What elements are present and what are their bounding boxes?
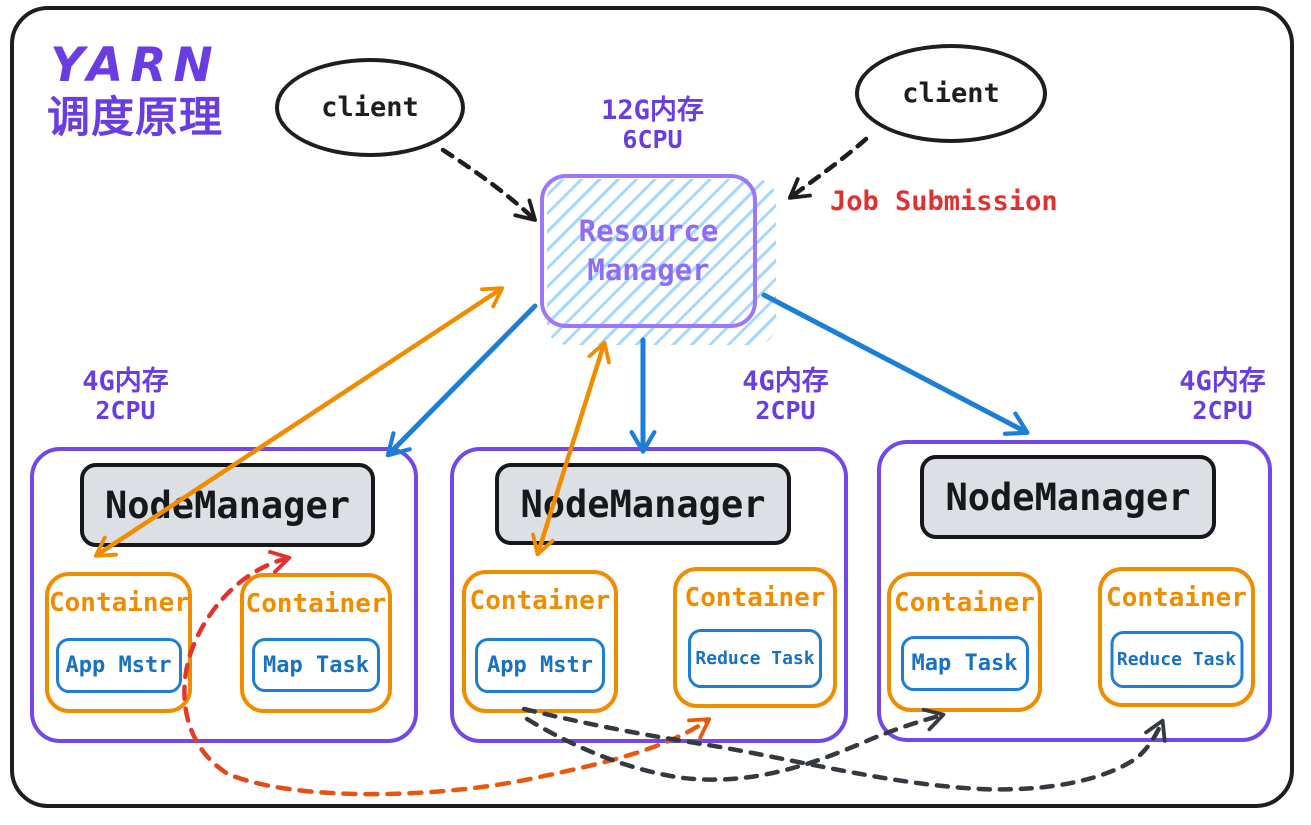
node-1-capacity-memory: 4G内存 [82, 366, 169, 397]
node-3-container-map-task: Container Map Task [887, 572, 1042, 712]
node-1-capacity-cpu: 2CPU [95, 396, 156, 426]
node-2-container-app-mstr: Container App Mstr [462, 570, 618, 713]
node-3-reduce-task: Reduce Task [1110, 631, 1243, 688]
client-left-ellipse: client [275, 58, 465, 157]
rm-name-line2: Manager [587, 253, 710, 287]
client-right-label: client [902, 78, 1000, 109]
resource-manager-box: Resource Manager [540, 174, 757, 328]
node-3-capacity-label: 4G内存 2CPU [1140, 366, 1305, 426]
container-label: Container [894, 588, 1035, 618]
node-1-nodemanager: NodeManager [80, 463, 375, 547]
client-right-ellipse: client [855, 44, 1047, 143]
node-2-reduce-task: Reduce Task [688, 629, 822, 688]
node-2-capacity-label: 4G内存 2CPU [703, 366, 868, 426]
node-2-container-reduce-task: Container Reduce Task [673, 567, 837, 708]
node-1-map-task: Map Task [252, 638, 380, 692]
client-left-label: client [321, 92, 419, 123]
job-submission-label: Job Submission [830, 186, 1058, 217]
rm-capacity-cpu: 6CPU [622, 125, 683, 155]
container-label: Container [1106, 583, 1247, 613]
container-label: Container [684, 583, 826, 613]
node-1-capacity-label: 4G内存 2CPU [43, 366, 208, 426]
container-label: Container [49, 588, 190, 618]
title-line1: YARN [50, 38, 220, 93]
node-3-container-reduce-task: Container Reduce Task [1098, 567, 1255, 707]
node-3-map-task: Map Task [900, 636, 1029, 691]
node-1-container-app-mstr: Container App Mstr [45, 572, 192, 713]
rm-capacity-memory: 12G内存 [601, 95, 704, 126]
diagram-outer-frame [10, 6, 1294, 808]
node-2-nodemanager: NodeManager [495, 463, 791, 545]
node-2-capacity-memory: 4G内存 [742, 366, 829, 397]
diagram-title: YARN 调度原理 [30, 42, 240, 142]
rm-name-line1: Resource [578, 213, 719, 248]
node-2-app-mstr-task: App Mstr [475, 638, 605, 693]
node-1-container-map-task: Container Map Task [240, 573, 392, 713]
node-3-capacity-memory: 4G内存 [1179, 366, 1266, 397]
node-2-capacity-cpu: 2CPU [755, 396, 816, 426]
rm-capacity-label: 12G内存 6CPU [550, 95, 755, 155]
container-label: Container [469, 586, 611, 616]
node-3-capacity-cpu: 2CPU [1192, 396, 1253, 426]
node-1-app-mstr-task: App Mstr [55, 638, 182, 693]
title-line2: 调度原理 [47, 93, 223, 143]
container-label: Container [245, 589, 387, 619]
node-3-nodemanager: NodeManager [920, 455, 1216, 539]
